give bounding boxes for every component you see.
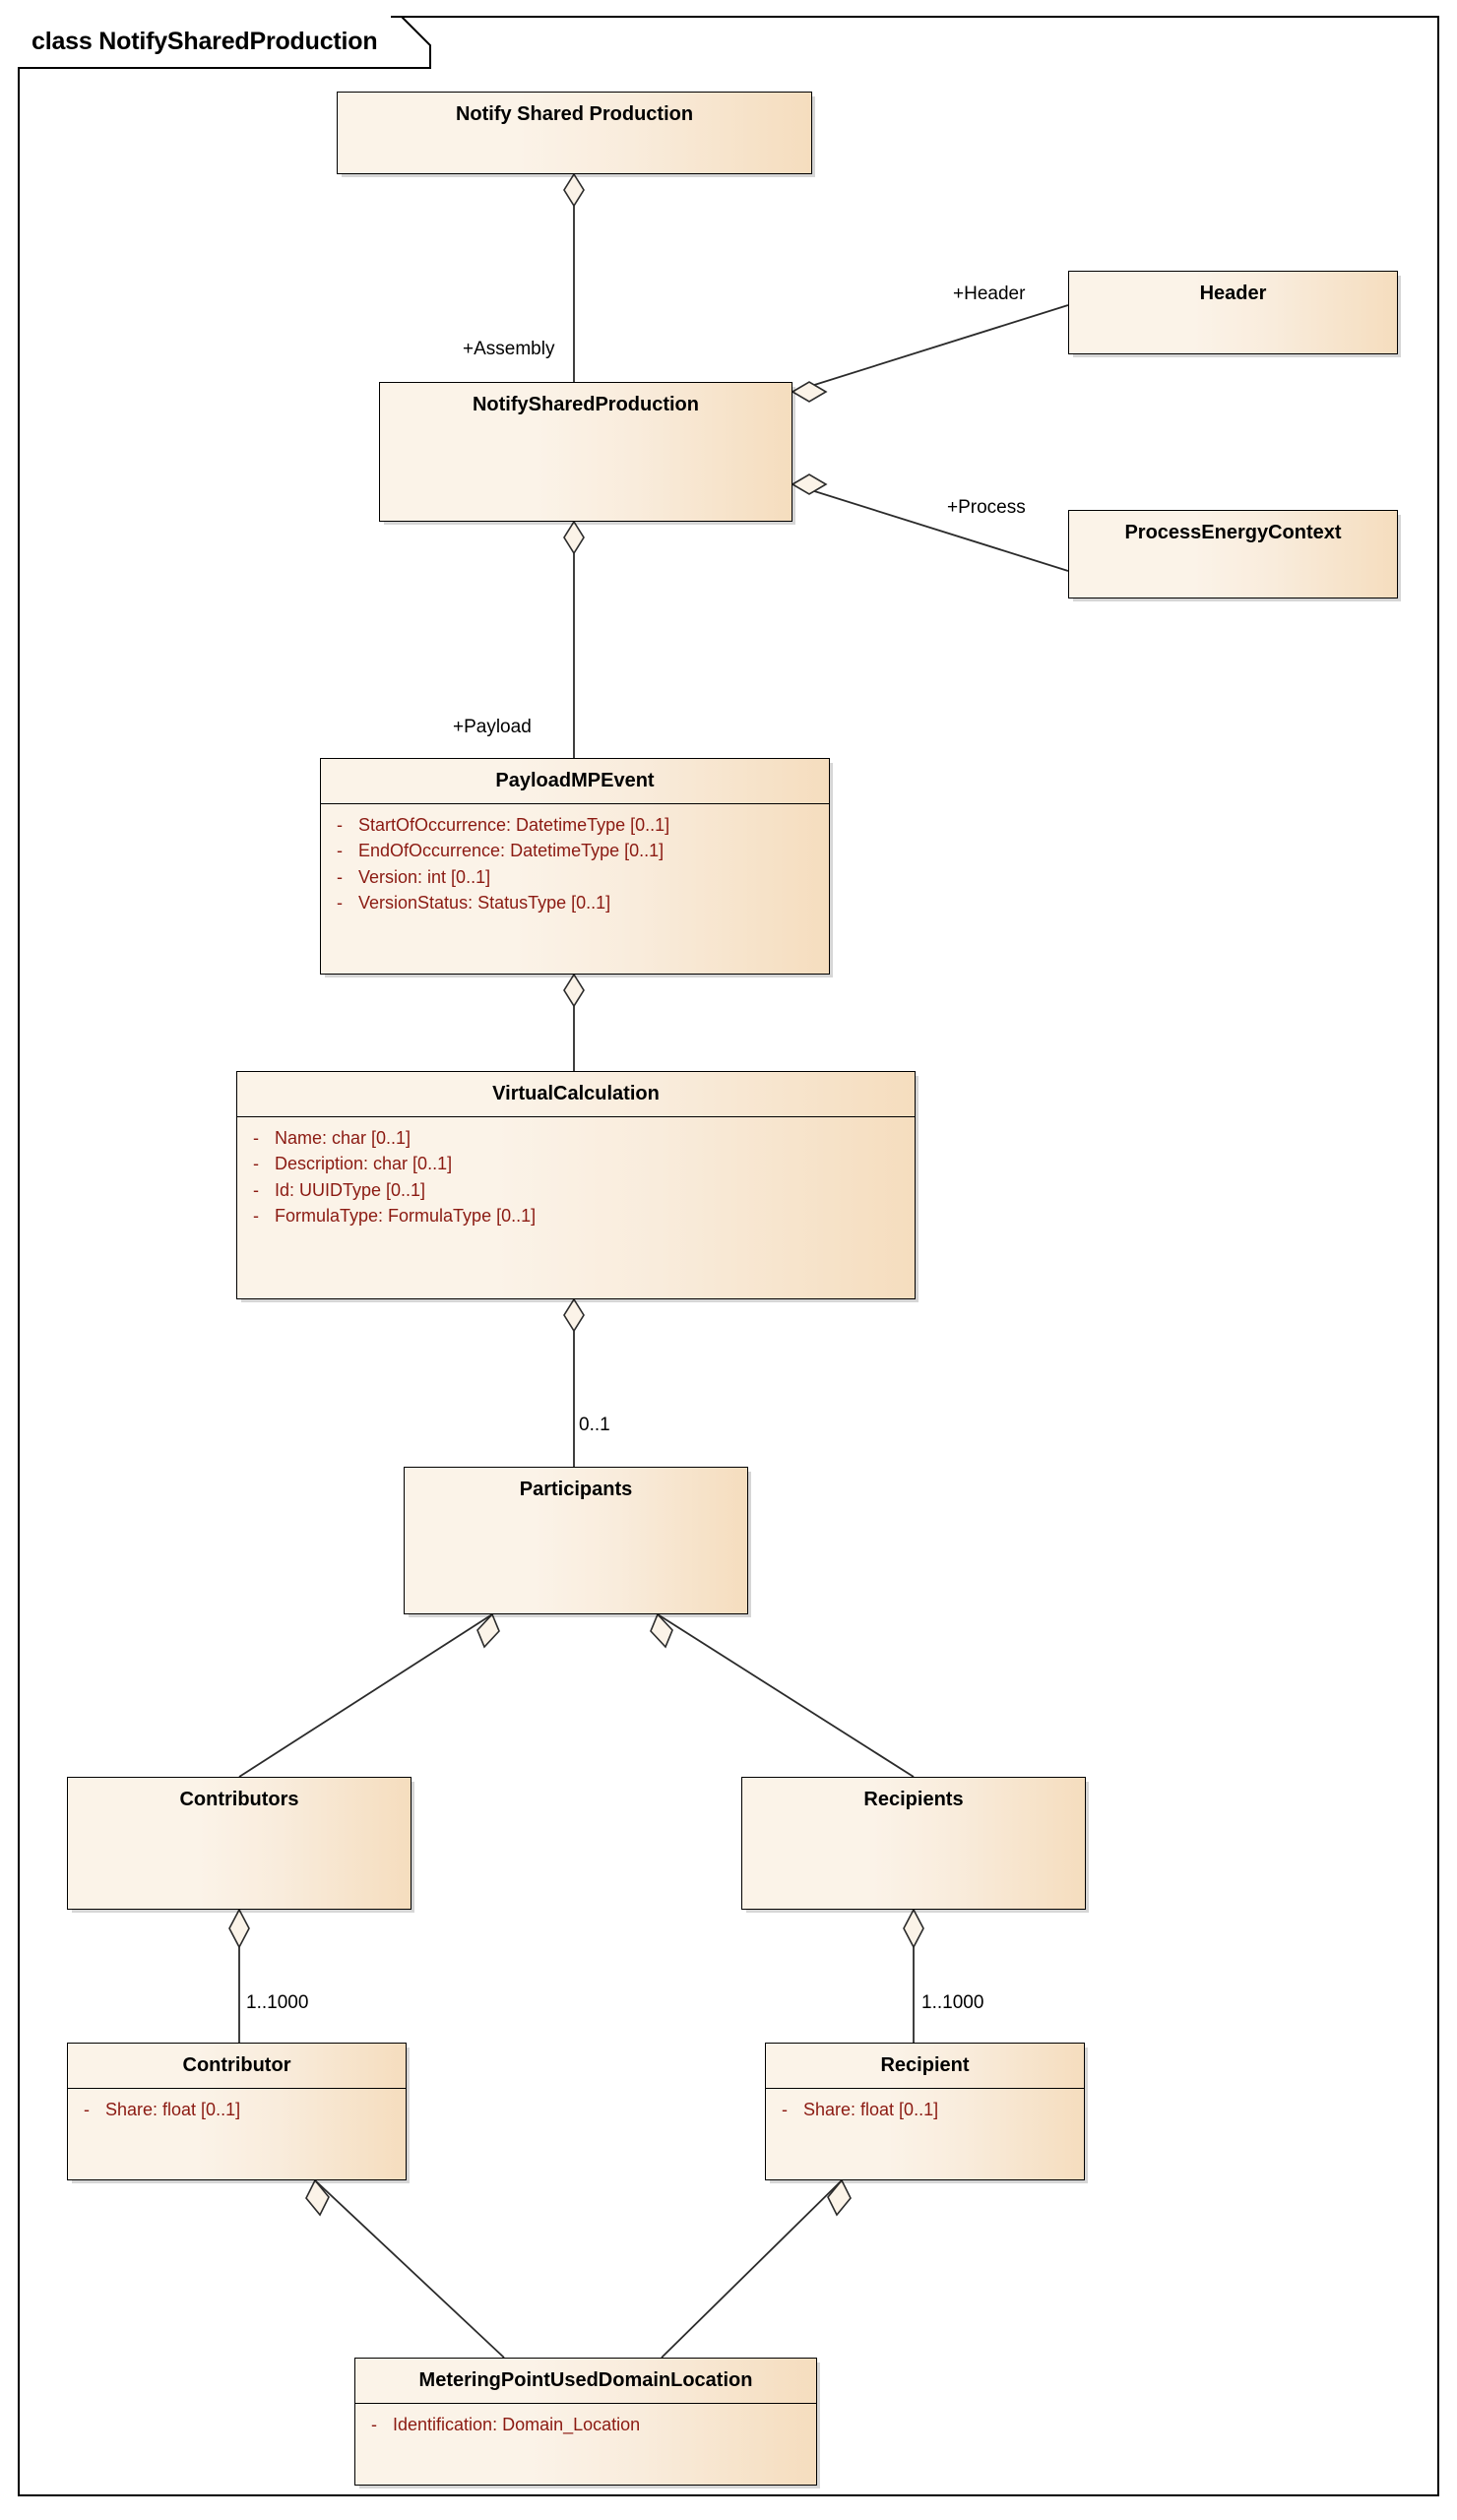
attribute-row: - Name: char [0..1] [237,1125,915,1151]
edge-label-process: +Process [947,497,1026,518]
diagram-frame [18,16,1439,2496]
attribute-signature: Version: int [0..1] [358,866,491,887]
class-box-participants[interactable]: Participants [404,1467,748,1614]
class-title: NotifySharedProduction [472,394,699,415]
class-attributes: - Share: float [0..1] [766,2089,1084,2130]
class-separator [766,2088,1084,2089]
class-title: ProcessEnergyContext [1124,522,1342,543]
attribute-signature: Identification: Domain_Location [393,2415,641,2434]
class-title: Notify Shared Production [455,103,694,125]
class-box-recipients[interactable]: Recipients [741,1777,1086,1910]
class-separator [237,1116,915,1117]
attribute-visibility: - [253,1128,259,1148]
edge-label-header: +Header [953,284,1026,304]
attribute-row: - Description: char [0..1] [237,1151,915,1176]
class-box-metering-point-used-domain-location[interactable]: MeteringPointUsedDomainLocation - Identi… [354,2358,817,2486]
edge-label-participants-multiplicity: 0..1 [579,1415,610,1435]
class-title: Contributors [179,1789,299,1810]
attribute-signature: Id: UUIDType [0..1] [275,1179,426,1200]
attribute-visibility: - [337,815,343,835]
class-title: Recipient [880,2054,970,2076]
attribute-signature: StartOfOccurrence: DatetimeType [0..1] [358,815,670,835]
class-box-process-energy-context[interactable]: ProcessEnergyContext [1068,510,1398,598]
attribute-visibility: - [84,2100,90,2119]
class-box-contributor[interactable]: Contributor - Share: float [0..1] [67,2043,407,2180]
class-title: Participants [519,1479,633,1500]
attribute-signature: VersionStatus: StatusType [0..1] [358,892,611,913]
attribute-signature: Name: char [0..1] [275,1128,412,1148]
class-attributes: - Name: char [0..1] - Description: char … [237,1117,915,1236]
attribute-visibility: - [371,2415,377,2434]
attribute-visibility: - [253,1154,259,1174]
attribute-visibility: - [782,2100,788,2119]
attribute-visibility: - [337,841,343,861]
attribute-row: - EndOfOccurrence: DatetimeType [0..1] [321,838,829,863]
edge-label-payload: +Payload [453,717,532,737]
attribute-visibility: - [253,1179,259,1200]
attribute-signature: Share: float [0..1] [803,2100,939,2119]
class-title: MeteringPointUsedDomainLocation [418,2369,753,2391]
attribute-signature: FormulaType: FormulaType [0..1] [275,1205,537,1226]
attribute-signature: Share: float [0..1] [105,2100,241,2119]
attribute-row: - Share: float [0..1] [68,2097,406,2122]
attribute-visibility: - [337,866,343,887]
class-title: Recipients [863,1789,964,1810]
class-attributes: - Share: float [0..1] [68,2089,406,2130]
attribute-row: - Version: int [0..1] [321,864,829,890]
attribute-row: - Share: float [0..1] [766,2097,1084,2122]
class-attributes: - StartOfOccurrence: DatetimeType [0..1]… [321,804,829,923]
attribute-row: - FormulaType: FormulaType [0..1] [237,1203,915,1228]
class-title: Contributor [182,2054,291,2076]
class-box-header[interactable]: Header [1068,271,1398,354]
edge-label-recipient-multiplicity: 1..1000 [921,1992,984,2013]
frame-title-label: class NotifySharedProduction [18,16,392,67]
class-box-notify-shared-production-pkg[interactable]: Notify Shared Production [337,92,812,174]
class-title: Header [1199,283,1267,304]
class-attributes: - Identification: Domain_Location [355,2404,816,2445]
attribute-signature: Description: char [0..1] [275,1154,453,1174]
class-title: PayloadMPEvent [495,770,655,791]
attribute-row: - StartOfOccurrence: DatetimeType [0..1] [321,812,829,838]
class-box-virtual-calculation[interactable]: VirtualCalculation - Name: char [0..1] -… [236,1071,916,1299]
class-separator [321,803,829,804]
attribute-row: - Identification: Domain_Location [355,2412,816,2437]
edge-label-contributor-multiplicity: 1..1000 [246,1992,309,2013]
class-title: VirtualCalculation [492,1083,660,1104]
class-box-contributors[interactable]: Contributors [67,1777,412,1910]
class-separator [68,2088,406,2089]
class-box-recipient[interactable]: Recipient - Share: float [0..1] [765,2043,1085,2180]
attribute-visibility: - [253,1205,259,1226]
edge-label-assembly: +Assembly [463,339,555,359]
attribute-row: - VersionStatus: StatusType [0..1] [321,890,829,915]
attribute-visibility: - [337,892,343,913]
attribute-signature: EndOfOccurrence: DatetimeType [0..1] [358,841,665,861]
class-box-payload-mp-event[interactable]: PayloadMPEvent - StartOfOccurrence: Date… [320,758,830,975]
class-box-notify-shared-production[interactable]: NotifySharedProduction [379,382,792,522]
class-separator [355,2403,816,2404]
attribute-row: - Id: UUIDType [0..1] [237,1177,915,1203]
